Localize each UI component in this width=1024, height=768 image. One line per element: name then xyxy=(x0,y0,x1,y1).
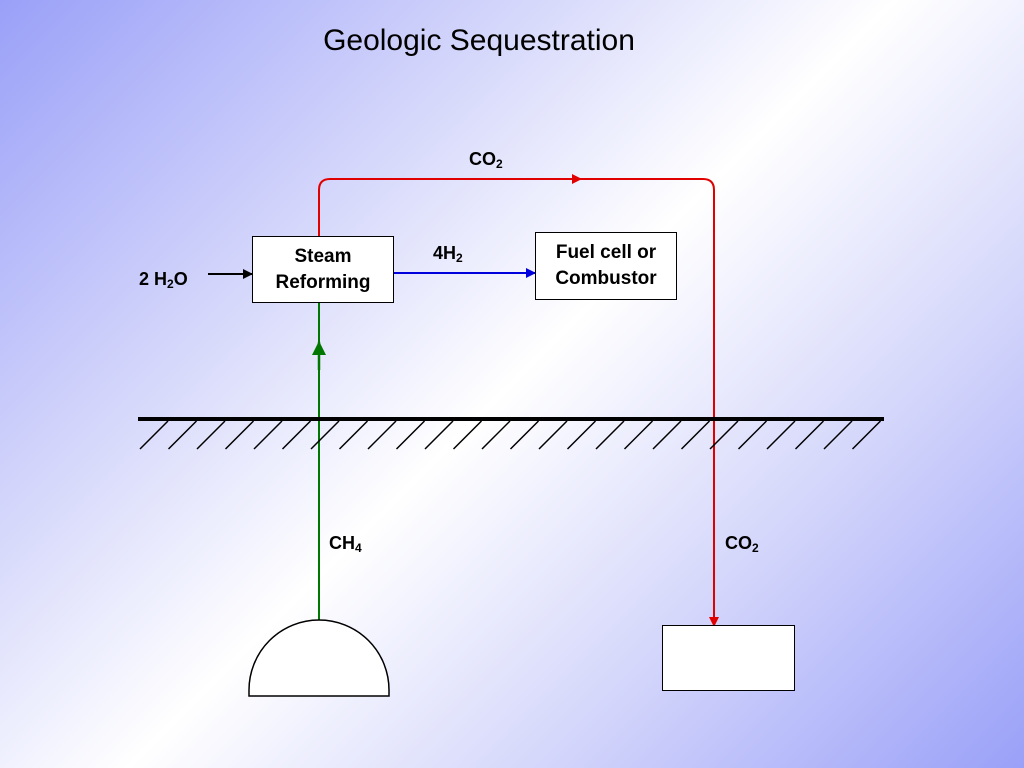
hatch-stroke xyxy=(794,420,825,450)
hatch-stroke xyxy=(367,420,397,450)
fuel-cell-box: Fuel cell or Combustor xyxy=(535,232,677,300)
hatch-stroke xyxy=(566,420,597,450)
page-title: Geologic Sequestration xyxy=(323,24,635,57)
hatch-stroke xyxy=(851,420,882,450)
co2-flow-line xyxy=(318,178,719,627)
hatch-stroke xyxy=(310,420,340,450)
gas-reservoir-dome xyxy=(248,619,390,697)
hatch-stroke xyxy=(167,420,198,450)
ground-hatching xyxy=(139,420,882,450)
h2-label: 4H2 xyxy=(433,243,463,265)
hatch-stroke xyxy=(139,420,169,450)
hatch-stroke xyxy=(623,420,654,450)
co2-top-label: CO2 xyxy=(469,149,503,171)
hatch-stroke xyxy=(595,420,625,450)
hatch-stroke xyxy=(652,420,682,450)
hatch-stroke xyxy=(766,420,796,450)
hatch-stroke xyxy=(452,420,483,450)
hatch-stroke xyxy=(680,420,711,450)
hatch-stroke xyxy=(281,420,312,450)
hatch-stroke xyxy=(253,420,283,450)
steam-reforming-line1: Steam xyxy=(294,245,352,267)
fuel-cell-line2: Combustor xyxy=(555,268,657,289)
hatch-stroke xyxy=(196,420,226,450)
steam-reforming-box: Steam Reforming xyxy=(252,236,394,303)
hatch-stroke xyxy=(709,420,739,450)
hatch-stroke xyxy=(509,420,540,450)
hatch-stroke xyxy=(224,420,255,450)
hatch-stroke xyxy=(338,420,369,450)
hatch-stroke xyxy=(481,420,511,450)
water-label: 2 H2O xyxy=(139,269,188,291)
hatch-stroke xyxy=(395,420,426,450)
hatch-stroke xyxy=(538,420,568,450)
ch4-arrow-head xyxy=(312,341,326,355)
co2-storage-box xyxy=(662,625,795,691)
hatch-stroke xyxy=(737,420,768,450)
hatch-stroke xyxy=(823,420,853,450)
co2-right-label: CO2 xyxy=(725,533,759,555)
fuel-cell-line1: Fuel cell or xyxy=(555,242,657,263)
hatch-stroke xyxy=(424,420,454,450)
steam-reforming-line2: Reforming xyxy=(275,271,371,293)
ch4-label: CH4 xyxy=(329,533,362,555)
